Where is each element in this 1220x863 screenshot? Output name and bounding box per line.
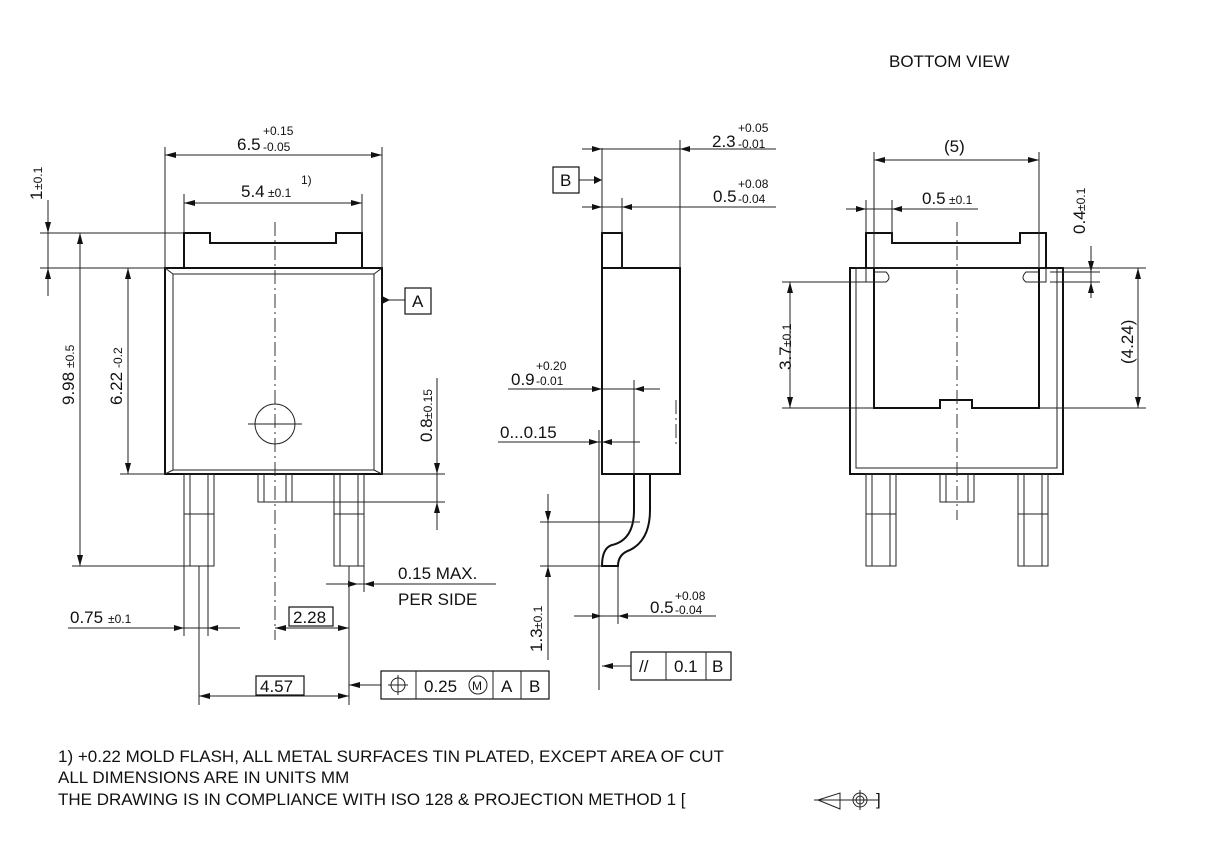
- dim-bottom-pad-height-tol: ±0.1: [780, 323, 794, 347]
- parallelism-frame: // 0.1 B: [630, 651, 732, 681]
- bottom-view: BOTTOM VIEW (5): [776, 52, 1146, 567]
- dim-width-total-tol-minus: -0.05: [263, 140, 291, 154]
- front-view: 6.5 +0.15 -0.05 5.4 ±0.1 1) A 1 ±0.1 9.9…: [27, 124, 550, 705]
- front-lead-center: [257, 473, 293, 503]
- dim-tab-width-note: 1): [301, 173, 312, 187]
- bottom-tab: [865, 232, 1047, 268]
- side-lead: [600, 474, 651, 567]
- bottom-lead-center: [939, 473, 975, 503]
- front-body: [164, 267, 383, 475]
- front-body-inner: [172, 273, 375, 471]
- dim-side-lead-thickness-tol-plus: +0.08: [675, 589, 706, 603]
- dim-tab-height-tol: ±0.1: [31, 166, 45, 190]
- dim-pitch-double: 4.57: [260, 677, 293, 696]
- side-tab: [601, 232, 623, 269]
- position-tolerance-value: 0.25: [424, 677, 457, 696]
- bottom-view-title: BOTTOM VIEW: [889, 52, 1010, 71]
- dim-bottom-slot: 0.5: [922, 189, 946, 208]
- dim-side-foot-height: 1.3: [527, 628, 546, 652]
- position-tolerance-modifier: M: [472, 679, 482, 693]
- dim-side-step: 0.9: [511, 370, 535, 389]
- parallelism-datum: B: [712, 657, 723, 676]
- dim-total-height: 9.98: [59, 372, 78, 405]
- dim-mold-protrusion-2: PER SIDE: [398, 590, 477, 609]
- note-line-1: 1) +0.22 MOLD FLASH, ALL METAL SURFACES …: [58, 747, 724, 766]
- dim-side-step-tol-minus: -0.01: [536, 374, 564, 388]
- dim-lead-width: 0.75: [70, 608, 103, 627]
- dim-lead-stub-tol: ±0.15: [421, 389, 435, 419]
- dim-lead-width-tol: ±0.1: [108, 612, 132, 626]
- dim-tab-width: 5.4: [241, 182, 265, 201]
- position-tolerance-datum1: A: [501, 677, 513, 696]
- dim-side-tab-thickness: 0.5: [713, 187, 737, 206]
- dim-side-tab-thickness-tol-plus: +0.08: [738, 177, 769, 191]
- dim-bottom-width: (5): [944, 137, 965, 156]
- dim-side-thickness-tol-minus: -0.01: [738, 137, 766, 151]
- dim-width-total: 6.5: [237, 135, 261, 154]
- position-tolerance-frame: 0.25 M A B: [380, 670, 550, 700]
- front-lead-left: [183, 473, 215, 567]
- dim-lead-stub: 0.8: [417, 418, 436, 442]
- dim-tab-width-tol: ±0.1: [268, 186, 292, 200]
- dim-side-lead-thickness: 0.5: [650, 598, 674, 617]
- bottom-pad: [873, 268, 1040, 409]
- datum-b: B: [560, 171, 571, 190]
- projection-method-icon: [814, 790, 878, 810]
- notes: 1) +0.22 MOLD FLASH, ALL METAL SURFACES …: [58, 747, 881, 810]
- dim-bottom-pad-total: (4.24): [1118, 320, 1137, 364]
- side-view: B 2.3 +0.05 -0.01 0.5 +0.08 -0.04 0.9 +0…: [498, 121, 776, 690]
- note-line-3: THE DRAWING IS IN COMPLIANCE WITH ISO 12…: [58, 790, 686, 809]
- dim-body-height: 6.22: [107, 372, 126, 405]
- dim-bottom-pad-height: 3.7: [776, 346, 795, 370]
- dim-side-tab-thickness-tol-minus: -0.04: [738, 192, 766, 206]
- dim-pitch: 2.28: [293, 608, 326, 627]
- parallelism-value: 0.1: [674, 657, 698, 676]
- datum-a: A: [412, 292, 424, 311]
- note-line-3-end: ]: [876, 790, 881, 809]
- dim-side-lead-thickness-tol-minus: -0.04: [675, 603, 703, 617]
- dim-body-height-tol: -0.2: [111, 347, 125, 368]
- dim-side-thickness: 2.3: [712, 132, 736, 151]
- front-tab: [183, 232, 363, 268]
- dim-bottom-slot-depth: 0.4: [1070, 210, 1089, 234]
- dim-total-height-tol: ±0.5: [63, 344, 77, 368]
- dim-side-step-tol-plus: +0.20: [536, 359, 567, 373]
- dim-side-foot-height-tol: ±0.1: [531, 605, 545, 629]
- bottom-lead-right: [1017, 473, 1049, 567]
- dim-side-thickness-tol-plus: +0.05: [738, 121, 769, 135]
- note-line-2: ALL DIMENSIONS ARE IN UNITS MM: [58, 768, 349, 787]
- side-body: [601, 267, 681, 475]
- dim-bottom-slot-tol: ±0.1: [949, 193, 973, 207]
- dim-side-standoff: 0...0.15: [500, 423, 557, 442]
- dim-tab-height: 1: [27, 191, 46, 200]
- dim-bottom-slot-depth-tol: ±0.1: [1074, 187, 1088, 211]
- dim-width-total-tol-plus: +0.15: [263, 124, 294, 138]
- position-tolerance-datum2: B: [529, 677, 540, 696]
- dim-mold-protrusion-1: 0.15 MAX.: [398, 564, 477, 583]
- bottom-lead-left: [865, 473, 897, 567]
- parallelism-symbol-icon: //: [639, 657, 649, 676]
- front-lead-right: [333, 473, 365, 567]
